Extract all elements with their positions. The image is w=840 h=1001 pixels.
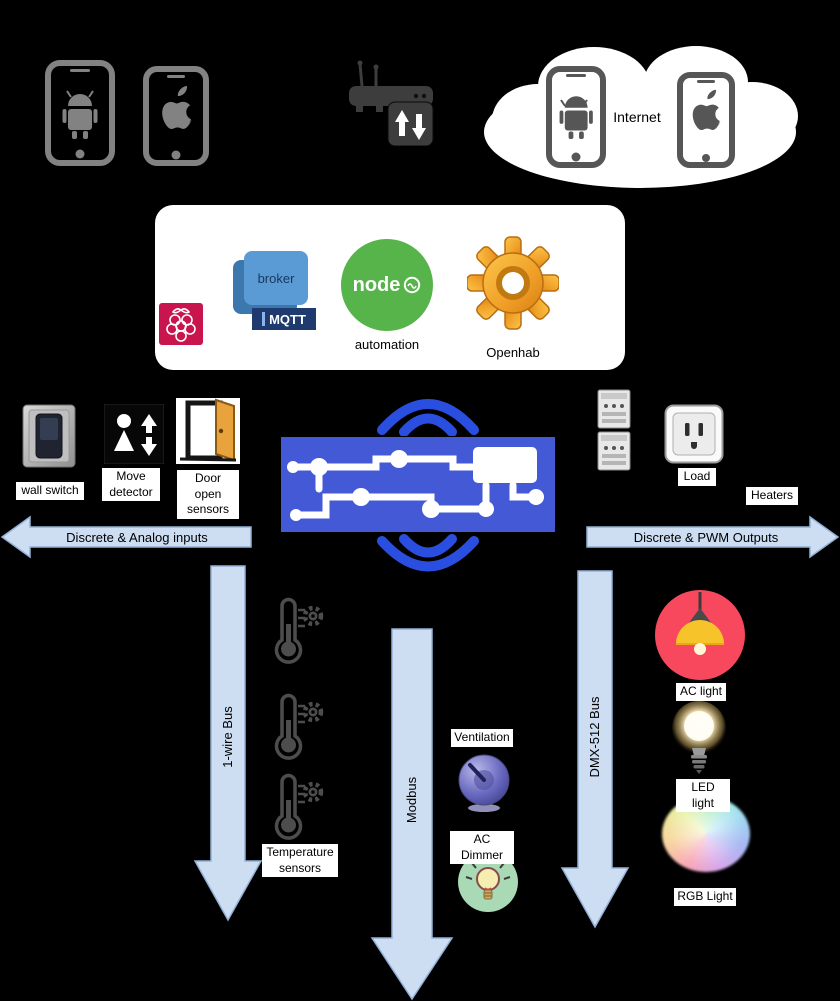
- automation-label: automation: [354, 337, 420, 352]
- mqtt-stripe-icon: [262, 312, 266, 326]
- led-bulb-icon: [666, 700, 732, 778]
- door-open-icon: [176, 398, 240, 464]
- node-text: node: [352, 273, 401, 296]
- node-face-icon: [404, 276, 421, 294]
- ventilation-knob-icon: [454, 752, 514, 814]
- modbus-arrow: [370, 628, 454, 1001]
- rgb-light-label: RGB Light: [674, 888, 736, 906]
- ventilation-label: Ventilation: [451, 729, 513, 747]
- thermometer-icon: [266, 772, 326, 840]
- thermometer-icon: [266, 692, 326, 760]
- outputs-arrow-label: Discrete & PWM Outputs: [633, 530, 779, 545]
- node-icon: node: [341, 239, 433, 331]
- ac-light-label: AC light: [676, 683, 726, 701]
- outputs-arrow: [586, 514, 840, 560]
- inputs-arrow: [0, 514, 252, 560]
- cloud-iphone-icon: [676, 72, 736, 168]
- modbus-label: Modbus: [404, 776, 419, 824]
- dmx-bus-label: DMX-512 Bus: [587, 696, 602, 778]
- one-wire-bus-label: 1-wire Bus: [220, 706, 235, 768]
- door-sensors-label: Door open sensors: [177, 470, 239, 519]
- mqtt-badge: MQTT: [252, 308, 316, 330]
- openhab-label: Openhab: [486, 345, 540, 360]
- router-icon: [346, 58, 436, 146]
- raspberry-pi-icon: [159, 303, 203, 345]
- ac-dimmer-label: AC Dimmer: [450, 831, 514, 865]
- server-panel: broker MQTT node automation: [155, 205, 625, 370]
- internet-label: Internet: [613, 109, 661, 125]
- wifi-signal-top-icon: [368, 372, 488, 436]
- move-detector-label: Move detector: [102, 468, 160, 502]
- iphone-icon: [142, 66, 210, 166]
- temperature-sensors-label: Temperature sensors: [262, 844, 338, 878]
- outlet-icon: [664, 404, 724, 464]
- mqtt-broker-icon: broker: [233, 251, 311, 315]
- load-label: Load: [678, 468, 716, 486]
- controller-board-icon: [281, 437, 555, 532]
- android-phone-icon: [44, 60, 116, 166]
- mqtt-text: MQTT: [269, 311, 306, 327]
- din-module-icon: [596, 388, 632, 472]
- one-wire-bus-arrow: [193, 565, 263, 922]
- cloud-android-phone-icon: [545, 66, 607, 168]
- broker-text: broker: [257, 270, 295, 286]
- led-light-label: LED light: [676, 779, 730, 813]
- wall-switch-icon: [22, 404, 76, 468]
- heaters-label: Heaters: [746, 487, 798, 505]
- thermometer-icon: [266, 596, 326, 664]
- inputs-arrow-label: Discrete & Analog inputs: [66, 530, 208, 545]
- dmx-bus-arrow: [560, 570, 630, 930]
- wall-switch-label: wall switch: [16, 482, 84, 500]
- openhab-gear-icon: [467, 233, 559, 333]
- pendant-lamp-icon: [654, 588, 746, 682]
- broker-label: broker: [244, 251, 308, 305]
- move-detector-icon: [104, 404, 164, 464]
- wifi-signal-bottom-icon: [368, 534, 488, 598]
